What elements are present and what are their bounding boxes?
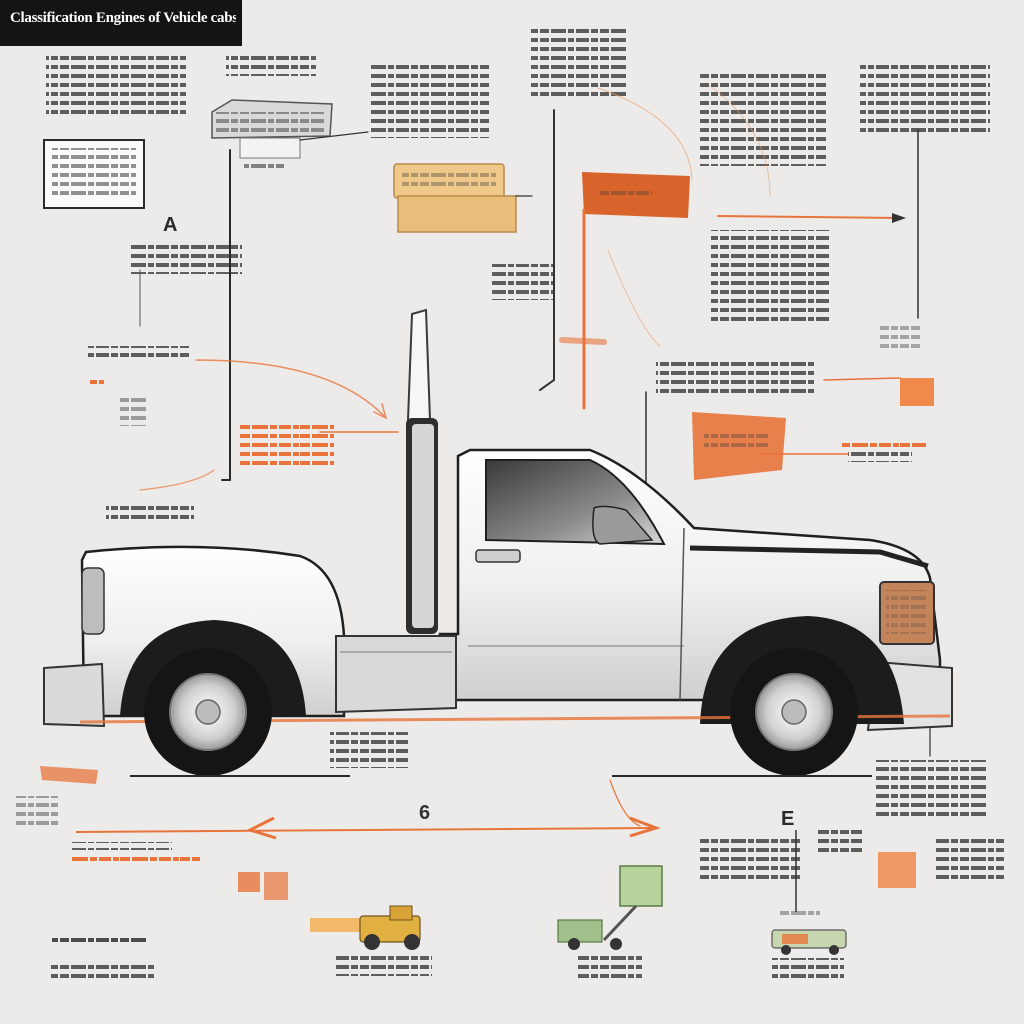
small-orange-sign-icon (692, 412, 786, 480)
orange-brush-mark-left (40, 766, 98, 784)
dimension-arrow (75, 816, 661, 840)
front-wheel (730, 648, 858, 776)
green-lift-vehicle-icon (557, 865, 663, 950)
small-truck-icon (771, 910, 847, 955)
orange-brush-mark-right (878, 852, 916, 888)
text-block-bottom-center (336, 952, 844, 978)
text-block-right-mid (710, 230, 830, 322)
text-block-bottom-center-right (700, 826, 1004, 884)
page-title: Classification Engines of Vehicle cabs (10, 10, 236, 26)
header-banner: Classification Engines of Vehicle cabs (0, 0, 242, 46)
rear-wheel (144, 648, 272, 776)
text-block-top-right-mid (700, 72, 826, 166)
text-block-right-orange (842, 440, 926, 462)
text-block-right-bottom (876, 760, 988, 816)
orange-component-icon (880, 326, 934, 406)
text-block-top-left-2 (226, 54, 316, 76)
text-block-right-callout (656, 362, 814, 394)
text-block-top-center-left (370, 62, 490, 138)
engine-module-box-icon (211, 99, 333, 168)
text-block-bottom-left (16, 796, 200, 862)
text-block-left-lower (86, 346, 190, 426)
label-e: E (781, 808, 795, 830)
text-block-top-center (530, 24, 628, 100)
text-block-center-mid (492, 264, 554, 300)
cardboard-box-icon (393, 163, 517, 233)
orange-label-tag-icon (582, 172, 690, 218)
text-block-under-truck (330, 732, 408, 768)
text-block-orange-left (240, 422, 334, 468)
label-a: A (163, 214, 178, 236)
callout-leader-lines (139, 85, 931, 827)
text-block-bottom-left-2 (50, 936, 156, 980)
label-six: 6 (419, 802, 431, 824)
text-block-top-left (46, 54, 186, 117)
certificate-frame-icon (43, 139, 145, 209)
yellow-loader-vehicle-icon (310, 905, 421, 950)
text-block-left-mid (130, 244, 242, 274)
pickup-truck-illustration (43, 448, 953, 732)
small-parts-icon (238, 872, 288, 900)
exhaust-stack (406, 308, 438, 634)
text-block-top-right (860, 62, 990, 132)
text-block-left-truck (106, 506, 194, 524)
